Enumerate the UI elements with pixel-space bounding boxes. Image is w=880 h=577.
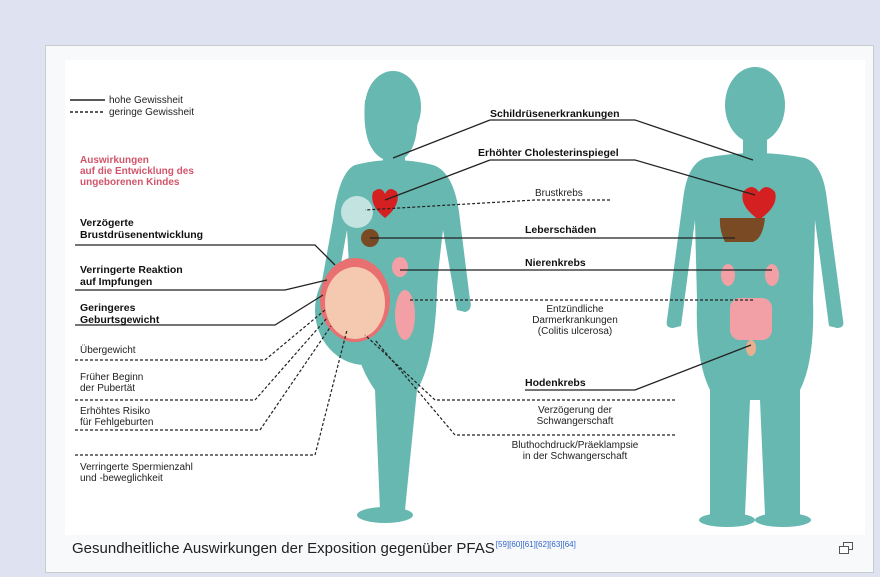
caption-refs[interactable]: [59][60][61][62][63][64] [496,540,576,549]
vaccine-label-1: Verringerte Reaktion [80,265,183,276]
male-body [667,67,844,527]
miscarriage-label-2: für Fehlgeburten [80,417,153,428]
testicular-label: Hodenkrebs [525,378,586,389]
female-kidney [392,257,408,277]
thyroid-label: Schildrüsenerkrankungen [490,109,620,120]
kidney-label: Nierenkrebs [525,258,586,269]
breast-dev-label-2: Brustdrüsenentwicklung [80,230,203,241]
breast-dev-label-1: Verzögerte [80,218,134,229]
unborn-heading-3: ungeborenen Kindes [80,177,179,188]
unborn-heading-1: Auswirkungen [80,155,149,166]
overweight-label: Übergewicht [80,345,136,356]
breast-dev-line [75,245,335,265]
female-uterus [395,290,415,340]
vaccine-label-2: auf Impfungen [80,277,152,288]
sperm-label-1: Verringerte Spermienzahl [80,462,193,473]
unborn-heading-2: auf die Entwicklung des [80,166,194,177]
breast-shape [341,196,373,228]
male-kidney-left [721,264,735,286]
colitis-label-2: Darmerkrankungen [495,315,655,326]
legend-solid-label: hohe Gewissheit [109,95,183,106]
caption-main: Gesundheitliche Auswirkungen der Exposit… [72,540,495,557]
pfas-health-diagram: hohe Gewissheit geringe Gewissheit Auswi… [65,60,865,535]
caption-text: Gesundheitliche Auswirkungen der Exposit… [72,540,576,557]
enlarge-icon[interactable] [839,542,853,554]
pregnancy-delay-label-1: Verzögerung der [495,405,655,416]
birthweight-label-1: Geringeres [80,303,135,314]
fetus [325,267,385,339]
hypertension-label-2: in der Schwangerschaft [485,451,665,462]
puberty-label-2: der Pubertät [80,383,135,394]
birthweight-label-2: Geburtsgewicht [80,315,159,326]
pregnancy-delay-label-2: Schwangerschaft [495,416,655,427]
male-testis [746,340,756,356]
puberty-label-1: Früher Beginn [80,372,143,383]
hypertension-label-1: Bluthochdruck/Präeklampsie [485,440,665,451]
legend-dashed-label: geringe Gewissheit [109,107,194,118]
colitis-label-1: Entzündliche [495,304,655,315]
colitis-label-3: (Colitis ulcerosa) [495,326,655,337]
cholesterol-label: Erhöhter Cholesterinspiegel [478,148,619,159]
liver-label: Leberschäden [525,225,596,236]
breast-cancer-label: Brustkrebs [535,188,583,199]
figure-caption: Gesundheitliche Auswirkungen der Exposit… [65,535,865,573]
male-kidney-right [765,264,779,286]
miscarriage-label-1: Erhöhtes Risiko [80,406,150,417]
male-intestines [730,298,772,340]
sperm-label-2: und -beweglichkeit [80,473,163,484]
